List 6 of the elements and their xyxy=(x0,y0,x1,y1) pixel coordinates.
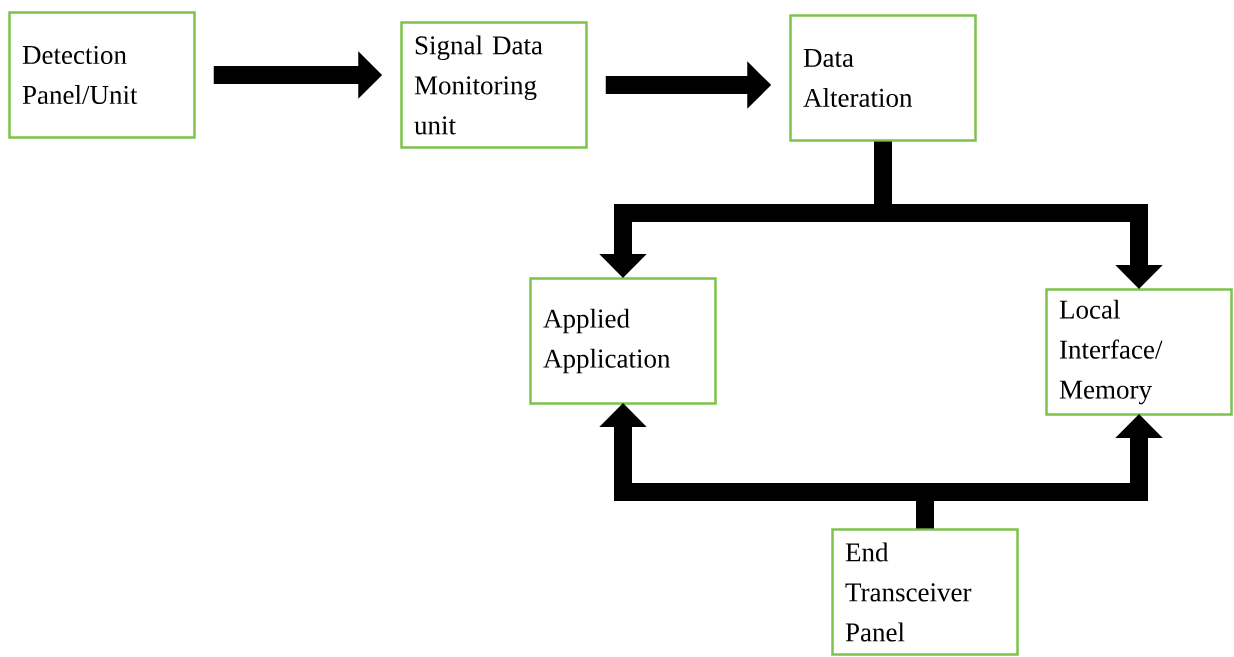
process-box: Signal Data Monitoring unit xyxy=(400,21,588,149)
process-box: Applied Application xyxy=(529,277,717,405)
process-box: Local Interface/ Memory xyxy=(1045,288,1233,416)
process-box: Detection Panel/Unit xyxy=(8,11,196,139)
process-box: End Transceiver Panel xyxy=(831,528,1019,656)
process-box: Data Alteration xyxy=(789,14,977,142)
